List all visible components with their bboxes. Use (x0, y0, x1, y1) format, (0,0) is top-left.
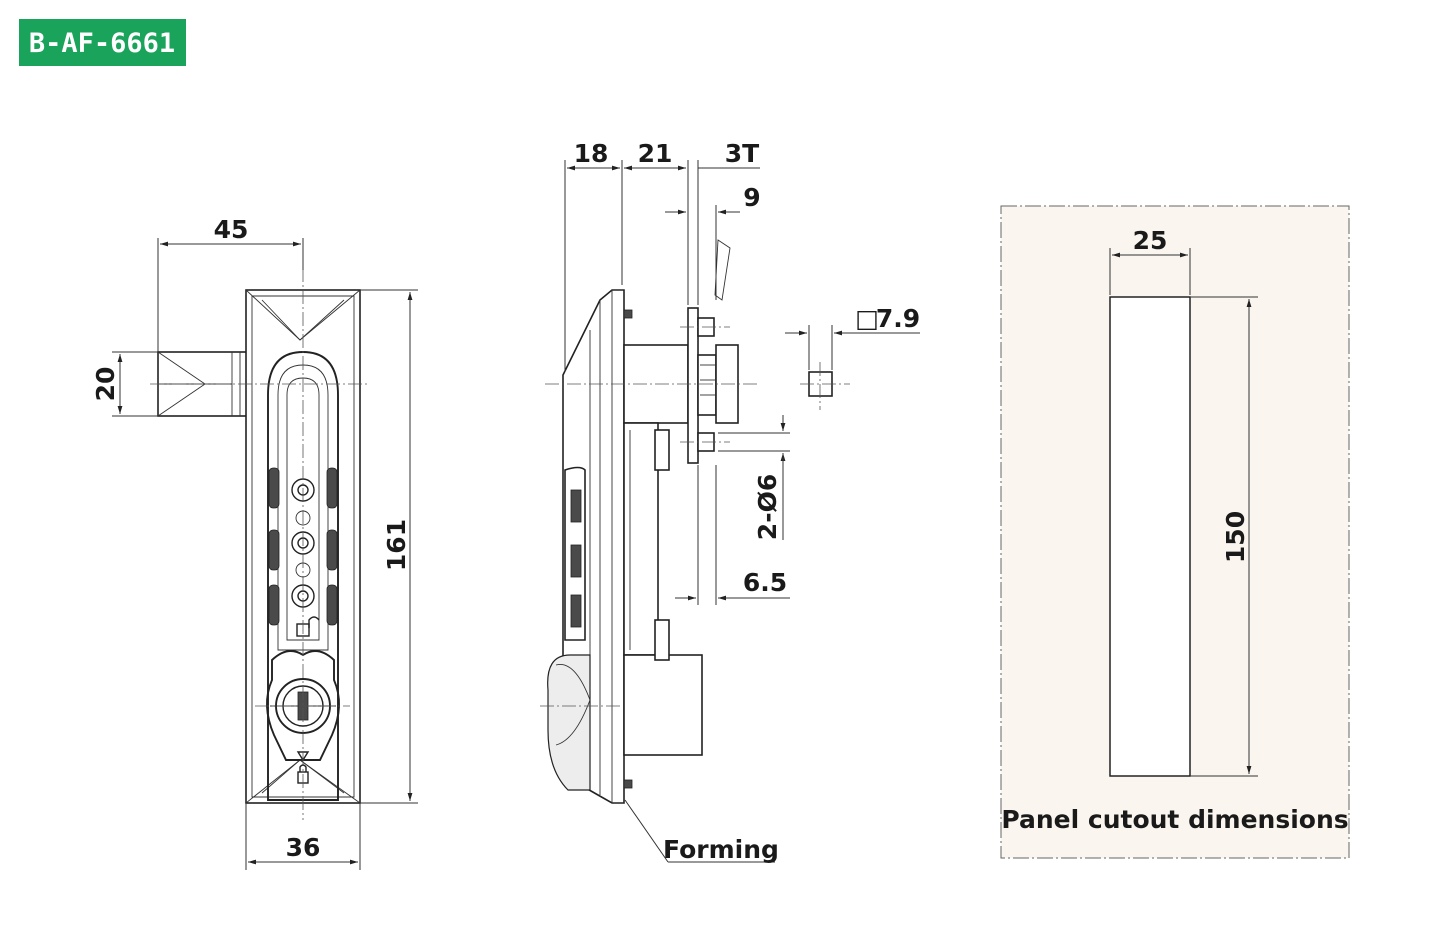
dim-offset: 6.5 (743, 568, 787, 597)
dim-top-c: 3T (725, 139, 759, 168)
cutout-caption: Panel cutout dimensions (1001, 805, 1348, 834)
lock-body (245, 289, 361, 804)
side-view: 18 21 3T 9 □ 7.9 2-Ø6 6.5 (540, 139, 920, 864)
forming-note: Forming (663, 835, 779, 864)
front-view: 45 20 161 36 (91, 215, 418, 870)
model-code: B-AF-6661 (29, 28, 175, 59)
model-badge: B-AF-6661 (19, 19, 186, 66)
dim-square: 7.9 (876, 304, 920, 333)
dim-total-height: 161 (382, 519, 411, 571)
square-symbol: □ (855, 304, 879, 333)
face-plate (547, 289, 625, 804)
dim-top-d: 9 (743, 183, 760, 212)
square-shaft-detail: □ 7.9 (785, 304, 920, 410)
dim-handle-reach: 45 (214, 215, 249, 244)
dim-holes: 2-Ø6 (753, 474, 782, 540)
dim-width: 36 (286, 833, 321, 862)
cam-plate (687, 239, 739, 464)
lock-housing (623, 309, 703, 789)
dim-handle-height: 20 (91, 367, 120, 402)
panel-cutout-view: 25 150 Panel cutout dimensions (1000, 205, 1350, 859)
cutout-dim-height: 150 (1221, 511, 1250, 563)
cutout-rectangle (1109, 296, 1191, 777)
cutout-dim-width: 25 (1133, 226, 1168, 255)
dim-top-b: 21 (638, 139, 673, 168)
dim-top-a: 18 (574, 139, 609, 168)
combination-dials (268, 467, 338, 626)
